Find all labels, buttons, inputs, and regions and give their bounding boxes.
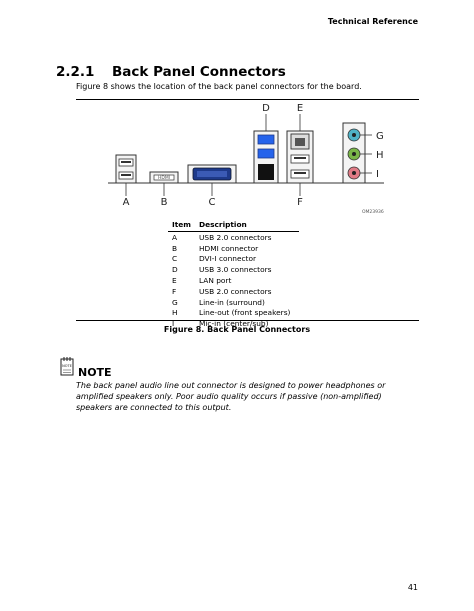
section-title: Back Panel Connectors xyxy=(112,64,286,80)
row-item: H xyxy=(172,308,178,318)
figure-caption: Figure 8. Back Panel Connectors xyxy=(163,325,311,334)
hdmi-text: HDMI xyxy=(158,175,170,181)
callout-c: C xyxy=(209,197,216,208)
callout-leaders xyxy=(125,114,372,196)
callout-f: F xyxy=(297,197,303,208)
header-item: Item xyxy=(168,218,195,232)
row-description: Line-out (front speakers) xyxy=(199,308,291,318)
table-row: A USB 2.0 connectors xyxy=(168,232,299,243)
row-description: HDMI connector xyxy=(199,243,259,253)
table-row: B HDMI connector xyxy=(168,243,299,254)
note-title: NOTE xyxy=(78,366,112,379)
figure-bottom-rule xyxy=(76,320,419,321)
drawing-code: OM23936 xyxy=(362,209,384,215)
row-item: I xyxy=(172,319,175,329)
table-row: I Mic-in (center/sub) xyxy=(168,318,299,329)
row-description: Line-in (surround) xyxy=(199,297,265,307)
row-item: C xyxy=(172,254,178,264)
row-item: G xyxy=(172,297,178,307)
dvi-connector xyxy=(187,164,237,184)
row-item: D xyxy=(172,265,178,275)
callout-g: G xyxy=(376,131,384,142)
row-description: DVI-I connector xyxy=(199,254,257,264)
running-header: Technical Reference xyxy=(327,17,418,26)
callout-a: A xyxy=(123,197,130,208)
table-row: H Line-out (front speakers) xyxy=(168,307,299,318)
callout-d: D xyxy=(262,103,270,114)
row-item: A xyxy=(172,232,178,242)
usb2-stack-a xyxy=(115,154,137,184)
row-description: LAN port xyxy=(199,276,232,286)
table-header-row: Item Description xyxy=(168,218,299,232)
note-body: The back panel audio line out connector … xyxy=(76,381,386,412)
table-row: E LAN port xyxy=(168,275,299,286)
callout-b: B xyxy=(161,197,168,208)
back-panel-diagram: HDMI xyxy=(108,103,384,215)
row-description: USB 3.0 connectors xyxy=(199,265,272,275)
callout-e: E xyxy=(297,103,303,114)
note-pad-icon: NOTE xyxy=(60,357,74,376)
table-row: C DVI-I connector xyxy=(168,254,299,265)
figure-top-rule xyxy=(76,99,419,100)
row-item: F xyxy=(172,286,177,296)
row-item: B xyxy=(172,243,178,253)
callout-i: I xyxy=(376,169,379,180)
row-description: Mic-in (center/sub) xyxy=(199,319,269,329)
table-row: D USB 3.0 connectors xyxy=(168,264,299,275)
intro-paragraph: Figure 8 shows the location of the back … xyxy=(76,82,362,91)
row-description: USB 2.0 connectors xyxy=(199,286,272,296)
header-description: Description xyxy=(195,218,299,232)
hdmi-connector: HDMI xyxy=(149,171,179,184)
row-item: E xyxy=(172,276,177,286)
page-number: 41 xyxy=(407,583,418,592)
lan-usb-stack-ef xyxy=(286,130,314,184)
section-number: 2.2.1 xyxy=(56,64,95,80)
row-description: USB 2.0 connectors xyxy=(199,232,272,242)
note-icon-text: NOTE xyxy=(62,364,72,368)
callout-h: H xyxy=(376,150,384,161)
table-row: F USB 2.0 connectors xyxy=(168,286,299,297)
table-row: G Line-in (surround) xyxy=(168,297,299,308)
audio-stack-ghi xyxy=(342,122,366,184)
usb3-stack-d xyxy=(253,130,279,184)
